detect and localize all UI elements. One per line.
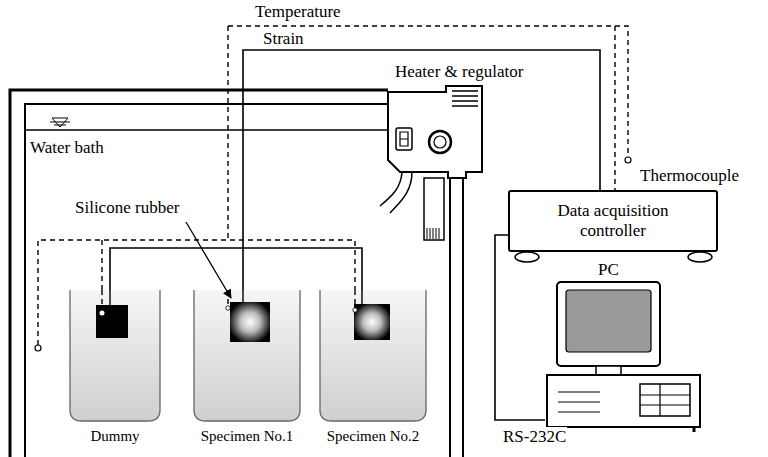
beaker-drawing [318,290,428,448]
signal-label: Temperature [255,2,341,22]
pc-drawing [545,258,703,433]
beaker-drawing [68,290,162,448]
specimen-block [96,305,128,338]
controller-foot [688,252,712,262]
tank-wall [450,172,463,457]
temperature-wire [101,240,102,290]
water-line [25,129,424,130]
water-level-mark [50,118,70,127]
sensor-dot [226,306,230,310]
signal-wire [110,248,362,290]
beaker-node: Dummy [68,290,162,448]
label-holder: Silicone rubber [75,198,179,218]
label-holder: RS-232C [502,427,567,447]
node-label: Water bath [30,138,104,158]
beaker-outline [320,290,426,421]
hose [380,172,412,213]
thermocouple-tip [35,345,41,351]
heater-comb [427,228,439,239]
beaker-node: Specimen No.2 [318,290,428,448]
controller-foot [515,252,539,262]
signal-wire [495,235,545,420]
control-knob [434,136,446,148]
pc-case [547,375,700,427]
drive-bay [640,384,690,416]
temperature-wire [614,26,615,190]
specimen-label: Specimen No.1 [201,428,293,445]
sensor-dot [353,308,357,312]
node-label: Data acquisition controller [536,201,690,240]
specimen-label: Specimen No.2 [327,428,419,445]
display-window [396,128,412,150]
control-knob [429,131,451,153]
node-label: PC [598,260,619,280]
node-label: Heater & regulator [395,62,523,82]
label-holder: Strain [262,29,305,49]
text-holder: Heater & regulator [395,62,523,82]
beaker-outline [194,290,300,421]
label-holder: Thermocouple [640,166,739,186]
thermocouple-tip [625,157,631,163]
beaker-drawing [192,290,302,448]
display-digit [400,132,408,146]
vent-ribs [452,91,478,106]
beaker-node: Specimen No.1 [192,290,302,448]
drive-bay [640,384,690,416]
monitor-screen [566,290,651,352]
controller-box: Data acquisition controller [508,190,718,252]
label-holder: Temperature [255,2,341,22]
text-holder: Water bath [30,138,104,158]
pc-foot [553,427,694,432]
text-holder: PC [557,260,660,280]
thermocouple-lead [227,290,228,306]
sensor-dot [100,311,105,316]
monitor-stand [596,366,621,375]
specimen-label: Dummy [90,428,139,445]
part-label: Silicone rubber [75,198,179,218]
specimen-block [354,304,390,340]
leader-arrow [186,222,231,298]
specimen-block [230,302,270,342]
signal-label: Strain [262,29,305,49]
text-holder: Dummy [68,427,162,445]
heater-body [388,86,482,178]
text-holder: Specimen No.1 [192,427,302,445]
temperature-wire [227,26,228,240]
drive-slot [558,392,600,412]
pc-node: PC [545,258,703,433]
part-label: Thermocouple [640,166,739,186]
heater-element [424,178,444,240]
beaker-outline [70,290,160,421]
monitor [557,282,660,366]
signal-wire [243,50,600,290]
signal-label: RS-232C [502,427,567,447]
text-holder: Specimen No.2 [318,427,428,445]
